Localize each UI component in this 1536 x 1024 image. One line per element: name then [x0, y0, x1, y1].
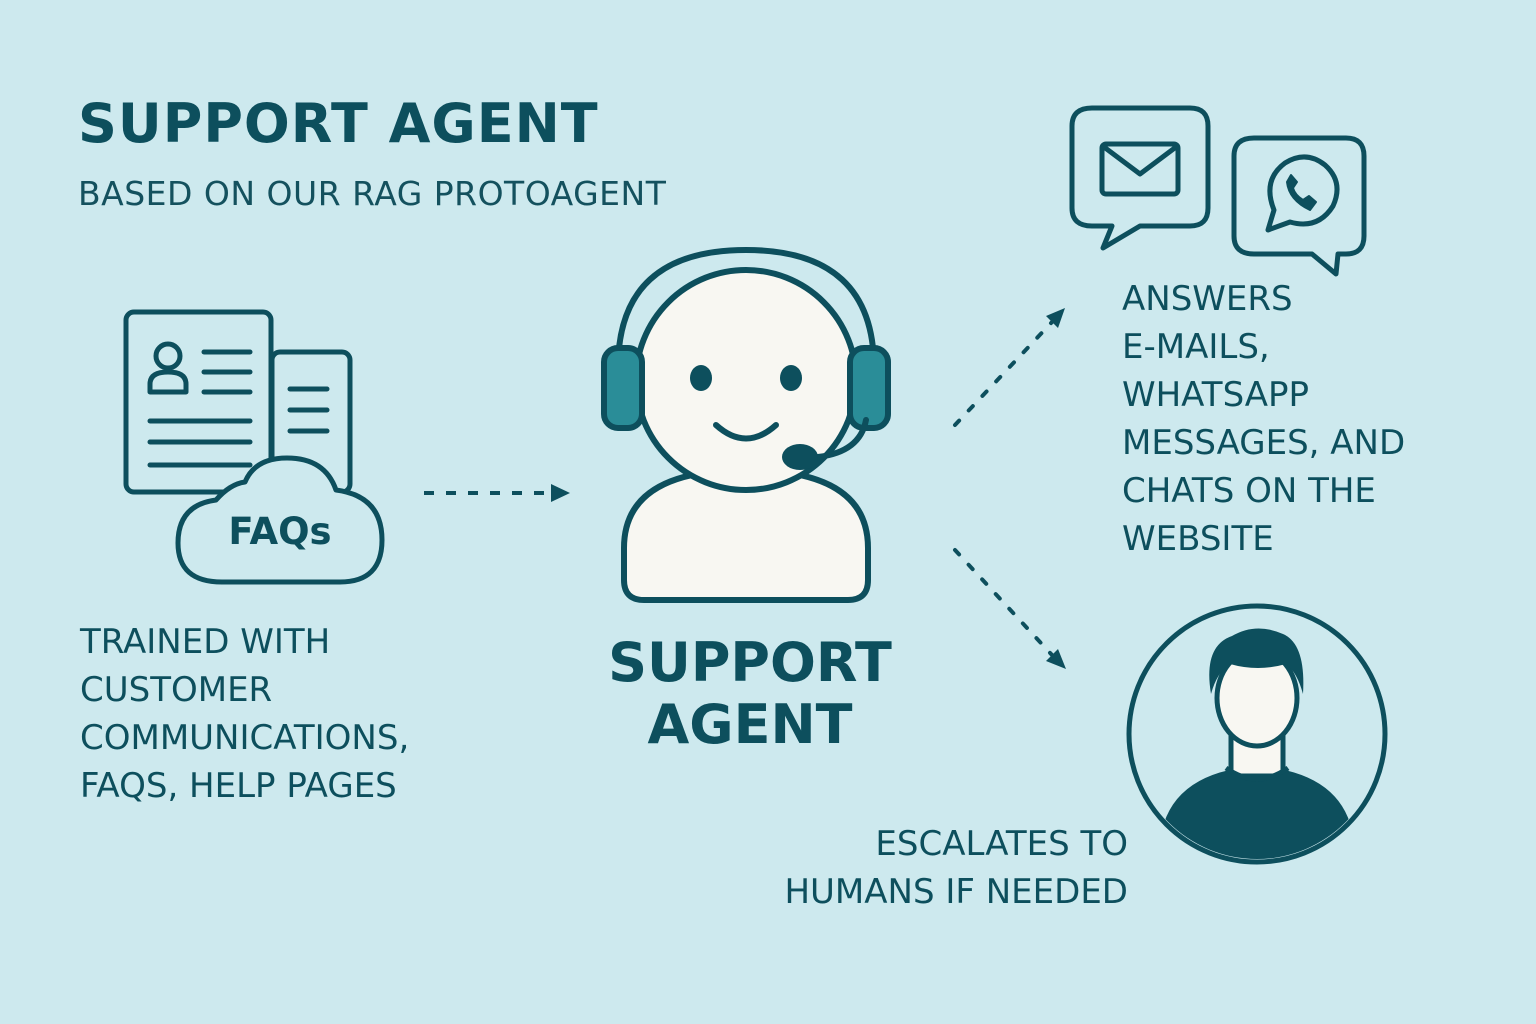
caption-line: E-MAILS,	[1122, 327, 1270, 367]
caption-line: COMMUNICATIONS,	[80, 718, 410, 758]
caption-line: TRAINED WITH	[80, 622, 331, 662]
caption-line: WHATSAPP	[1122, 375, 1310, 415]
training-caption: TRAINED WITH CUSTOMER COMMUNICATIONS, FA…	[80, 618, 409, 810]
caption-line: CUSTOMER	[80, 670, 273, 710]
caption-line: CHATS ON THE	[1122, 471, 1376, 511]
cloud-icon	[175, 455, 385, 585]
cloud-label: FAQs	[228, 510, 332, 553]
arrow-agent-to-human	[953, 548, 1066, 669]
documents-icon	[123, 309, 353, 495]
channels-caption: ANSWERS E-MAILS, WHATSAPP MESSAGES, AND …	[1122, 275, 1405, 563]
email-bubble-icon	[1069, 105, 1211, 251]
caption-line: HUMANS IF NEEDED	[784, 872, 1128, 912]
agent-label-line: SUPPORT	[608, 631, 892, 694]
caption-line: WEBSITE	[1122, 519, 1274, 559]
escalation-caption: ESCALATES TO HUMANS IF NEEDED	[766, 820, 1128, 916]
caption-line: ANSWERS	[1122, 279, 1293, 319]
caption-line: FAQs, HELP PAGES	[80, 766, 397, 806]
caption-line: MESSAGES, AND	[1122, 423, 1406, 463]
human-avatar-icon	[1126, 603, 1388, 865]
agent-label: SUPPORT AGENT	[600, 632, 900, 756]
whatsapp-bubble-icon	[1231, 135, 1367, 277]
support-agent-headset-icon	[601, 246, 891, 603]
page-title: SUPPORT AGENT	[78, 92, 599, 155]
arrow-documents-to-agent	[424, 484, 570, 502]
arrow-agent-to-channels	[953, 308, 1065, 427]
page-subtitle: BASED ON OUR RAG PROTOAGENT	[78, 174, 667, 213]
caption-line: ESCALATES TO	[875, 824, 1128, 864]
agent-label-line: AGENT	[647, 693, 853, 756]
